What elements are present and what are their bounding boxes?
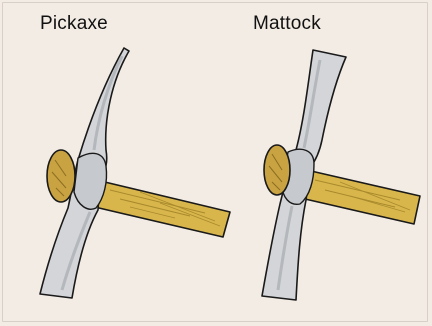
mattock-handle-end xyxy=(264,145,290,195)
